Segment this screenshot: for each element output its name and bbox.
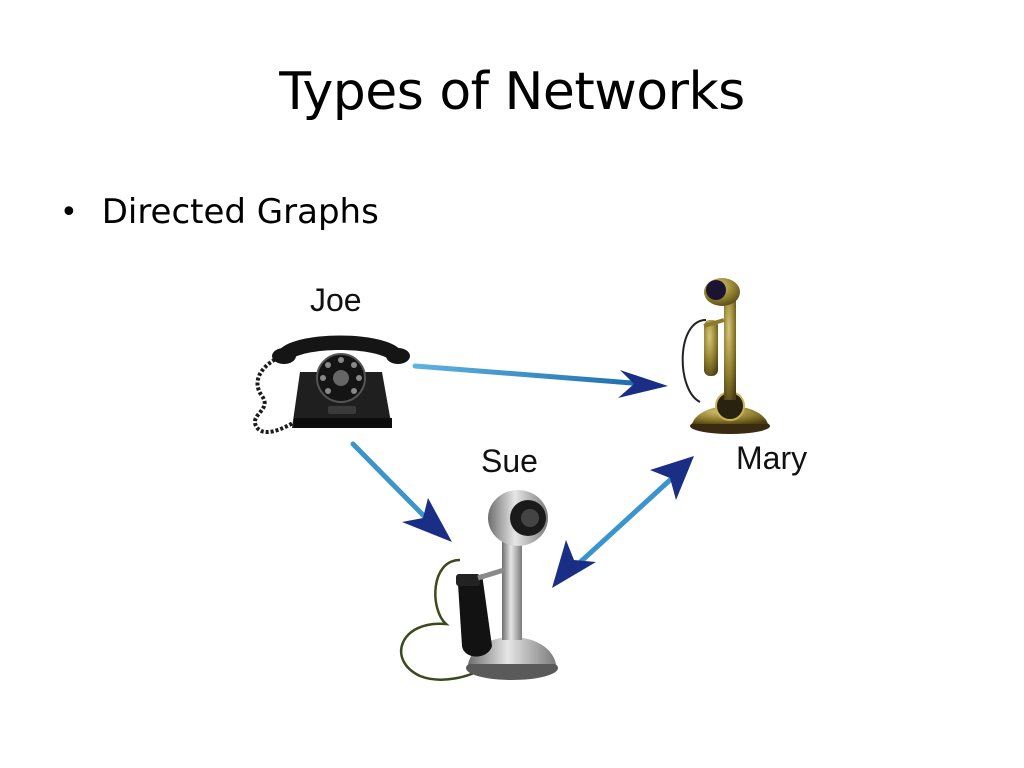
bullet-dot-icon: • — [60, 194, 78, 230]
arrowhead-icon — [618, 370, 668, 398]
joe-phone-icon — [253, 335, 410, 435]
arrowhead-icon — [402, 498, 452, 542]
node-label-mary: Mary — [736, 440, 808, 476]
arrowhead-icon — [650, 456, 694, 500]
arrowhead-icon — [552, 540, 596, 588]
mary-phone-icon — [681, 278, 770, 434]
edge-joe-to-sue — [350, 441, 452, 542]
bullet-text: Directed Graphs — [101, 192, 379, 232]
slide-title: Types of Networks — [279, 62, 745, 122]
bullet-item: • Directed Graphs — [60, 192, 379, 232]
node-label-sue: Sue — [481, 443, 538, 479]
sue-phone-icon — [400, 490, 558, 681]
edge-sue-mary-bidirectional — [552, 456, 694, 588]
edge-joe-to-mary — [412, 363, 668, 398]
node-label-joe: Joe — [310, 282, 362, 318]
